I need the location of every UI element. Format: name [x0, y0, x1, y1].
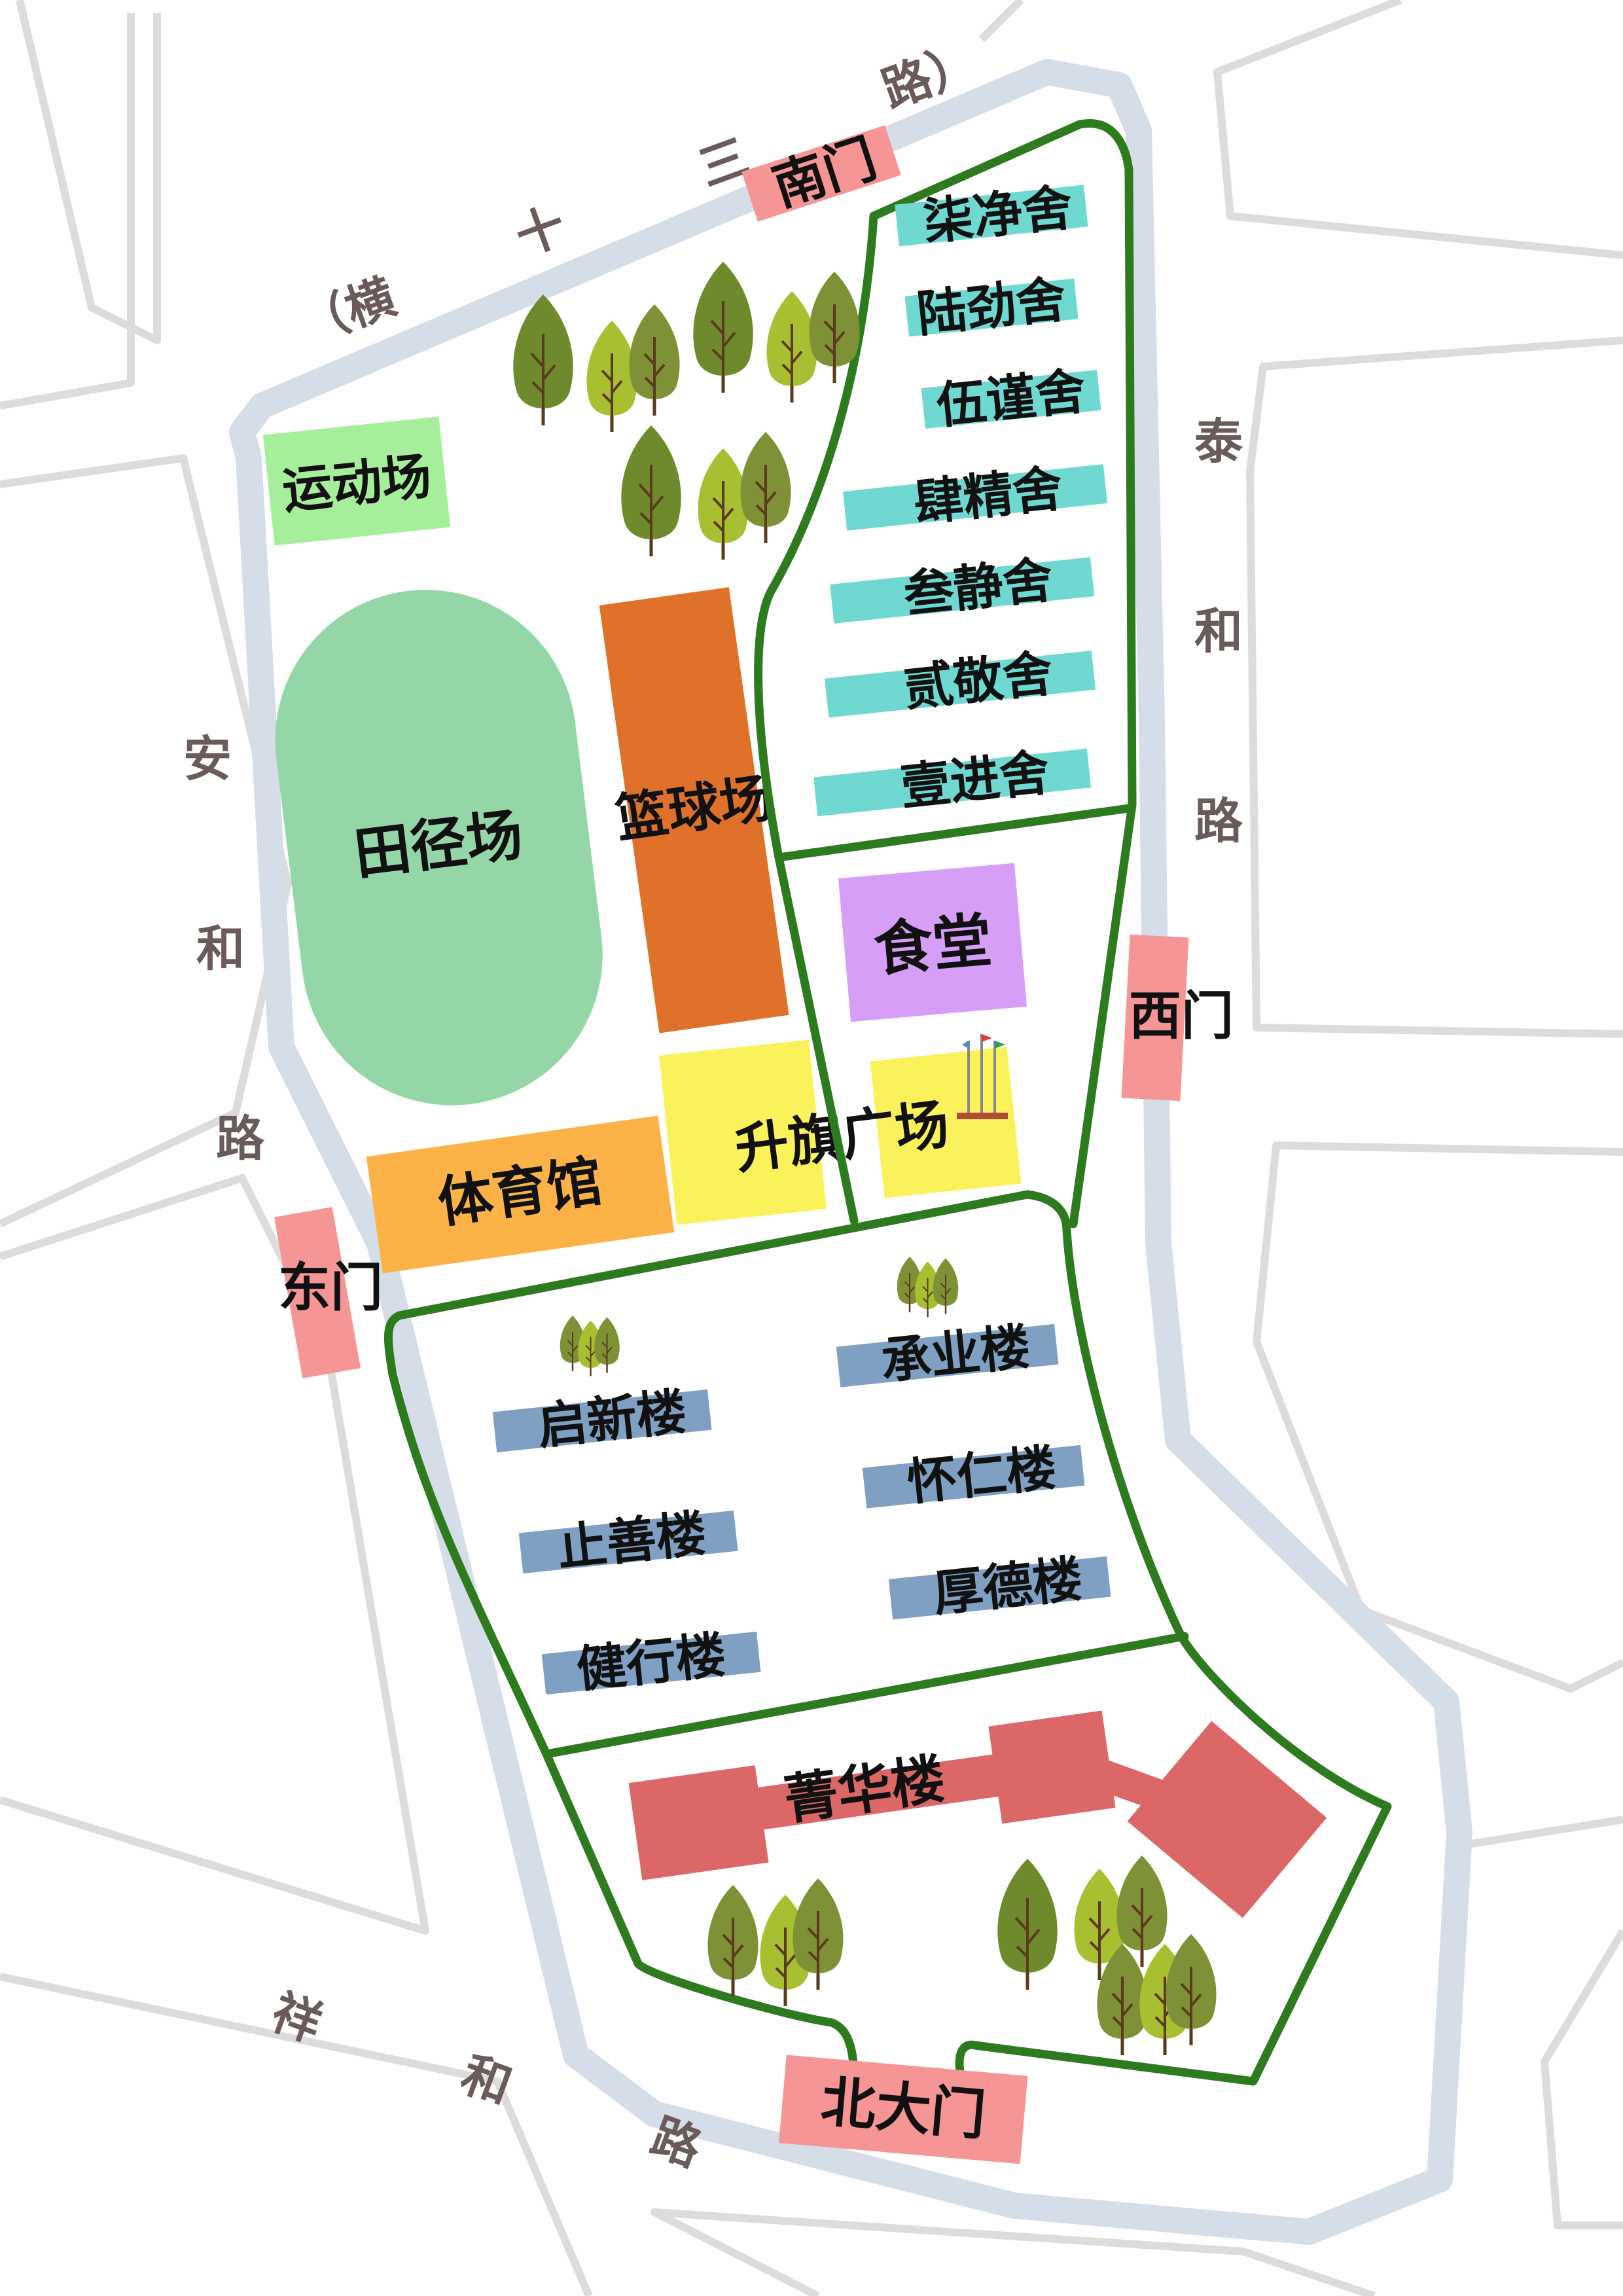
dorm-1-label: 壹进舍 [898, 743, 1052, 816]
teaching-building-chengye-label: 承业楼 [878, 1317, 1033, 1390]
dorm-7[interactable]: 柒净舍 [894, 177, 1089, 255]
road-east-char-3: 路 [1194, 793, 1243, 850]
gymnasium[interactable]: 体育馆 [366, 1115, 675, 1274]
track-field[interactable]: 田径场 [258, 573, 620, 1122]
east-gate[interactable]: 东门 [274, 1207, 383, 1378]
teaching-building-zhishan[interactable]: 止善楼 [518, 1501, 738, 1581]
dorm-6-label: 陆劲舍 [914, 270, 1069, 343]
teaching-building-huairen-label: 怀仁楼 [904, 1438, 1059, 1511]
flagpole-icon [957, 1034, 1008, 1119]
dorm-1[interactable]: 壹进舍 [813, 739, 1092, 825]
north-main-gate-label: 北大门 [819, 2070, 989, 2148]
sports-field[interactable]: 运动场 [262, 416, 451, 546]
main-building-label: 菁华楼 [781, 1748, 949, 1832]
canteen-label: 食堂 [871, 906, 994, 984]
dorm-2[interactable]: 贰敬舍 [823, 639, 1096, 725]
road-east-label: 泰 和 路 [1194, 414, 1243, 850]
teaching-building-qixin[interactable]: 启新楼 [491, 1380, 712, 1460]
tree-cluster-south-left [707, 1878, 843, 2006]
teaching-building-zhishan-label: 止善楼 [554, 1504, 709, 1577]
road-north-label: （横 十 三 路） [293, 33, 985, 354]
east-gate-label: 东门 [278, 1257, 383, 1318]
dorm-area: 柒净舍 陆劲舍 伍谨舍 肆精舍 叁静舍 贰敬舍 壹进舍 [813, 177, 1108, 825]
road-west-label: 安 和 路 [183, 731, 265, 1167]
north-main-gate[interactable]: 北大门 [779, 2054, 1028, 2164]
teaching-building-houde[interactable]: 厚德楼 [887, 1547, 1111, 1628]
flag-plaza[interactable]: 升旗广场 [659, 1034, 1022, 1225]
road-west-char-1: 安 [183, 731, 232, 787]
road-east-char-2: 和 [1194, 603, 1243, 660]
teaching-building-huairen[interactable]: 怀仁楼 [861, 1435, 1085, 1516]
dorm-5[interactable]: 伍谨舍 [920, 360, 1102, 437]
dorm-2-label: 贰敬舍 [901, 644, 1056, 717]
teaching-building-jianxing-label: 健行楼 [574, 1625, 728, 1698]
canteen[interactable]: 食堂 [838, 863, 1027, 1022]
teaching-building-jianxing[interactable]: 健行楼 [541, 1622, 761, 1702]
road-north-part-2: 十 [508, 197, 573, 266]
south-gate-label: 南门 [765, 128, 883, 218]
dorm-3[interactable]: 叁静舍 [829, 546, 1095, 631]
teaching-building-houde-label: 厚德楼 [931, 1549, 1085, 1623]
road-west-char-2: 和 [196, 921, 245, 977]
road-west-char-3: 路 [216, 1111, 265, 1167]
dorm-6[interactable]: 陆劲舍 [904, 269, 1079, 345]
west-gate-label: 西门 [1129, 986, 1234, 1047]
road-south-label: 祥 和 路 [264, 1984, 709, 2178]
west-gate[interactable]: 西门 [1121, 934, 1234, 1102]
teaching-building-chengye[interactable]: 承业楼 [835, 1314, 1059, 1395]
tree-cluster-south-right [997, 1856, 1216, 2055]
basketball-court[interactable]: 篮球场 [586, 585, 802, 1035]
teaching-building-qixin-label: 启新楼 [535, 1382, 689, 1456]
road-east-char-1: 泰 [1194, 414, 1243, 470]
tree-cluster-teaching-right [896, 1255, 959, 1318]
dorm-4-label: 肆精舍 [911, 459, 1065, 532]
dorm-4[interactable]: 肆精舍 [842, 454, 1108, 539]
teaching-area: 启新楼 止善楼 健行楼 承业楼 怀仁楼 厚德楼 [491, 1314, 1111, 1702]
dorm-5-label: 伍谨舍 [934, 361, 1088, 435]
tree-cluster-teaching-left [559, 1314, 621, 1377]
dorm-3-label: 叁静舍 [901, 550, 1056, 624]
